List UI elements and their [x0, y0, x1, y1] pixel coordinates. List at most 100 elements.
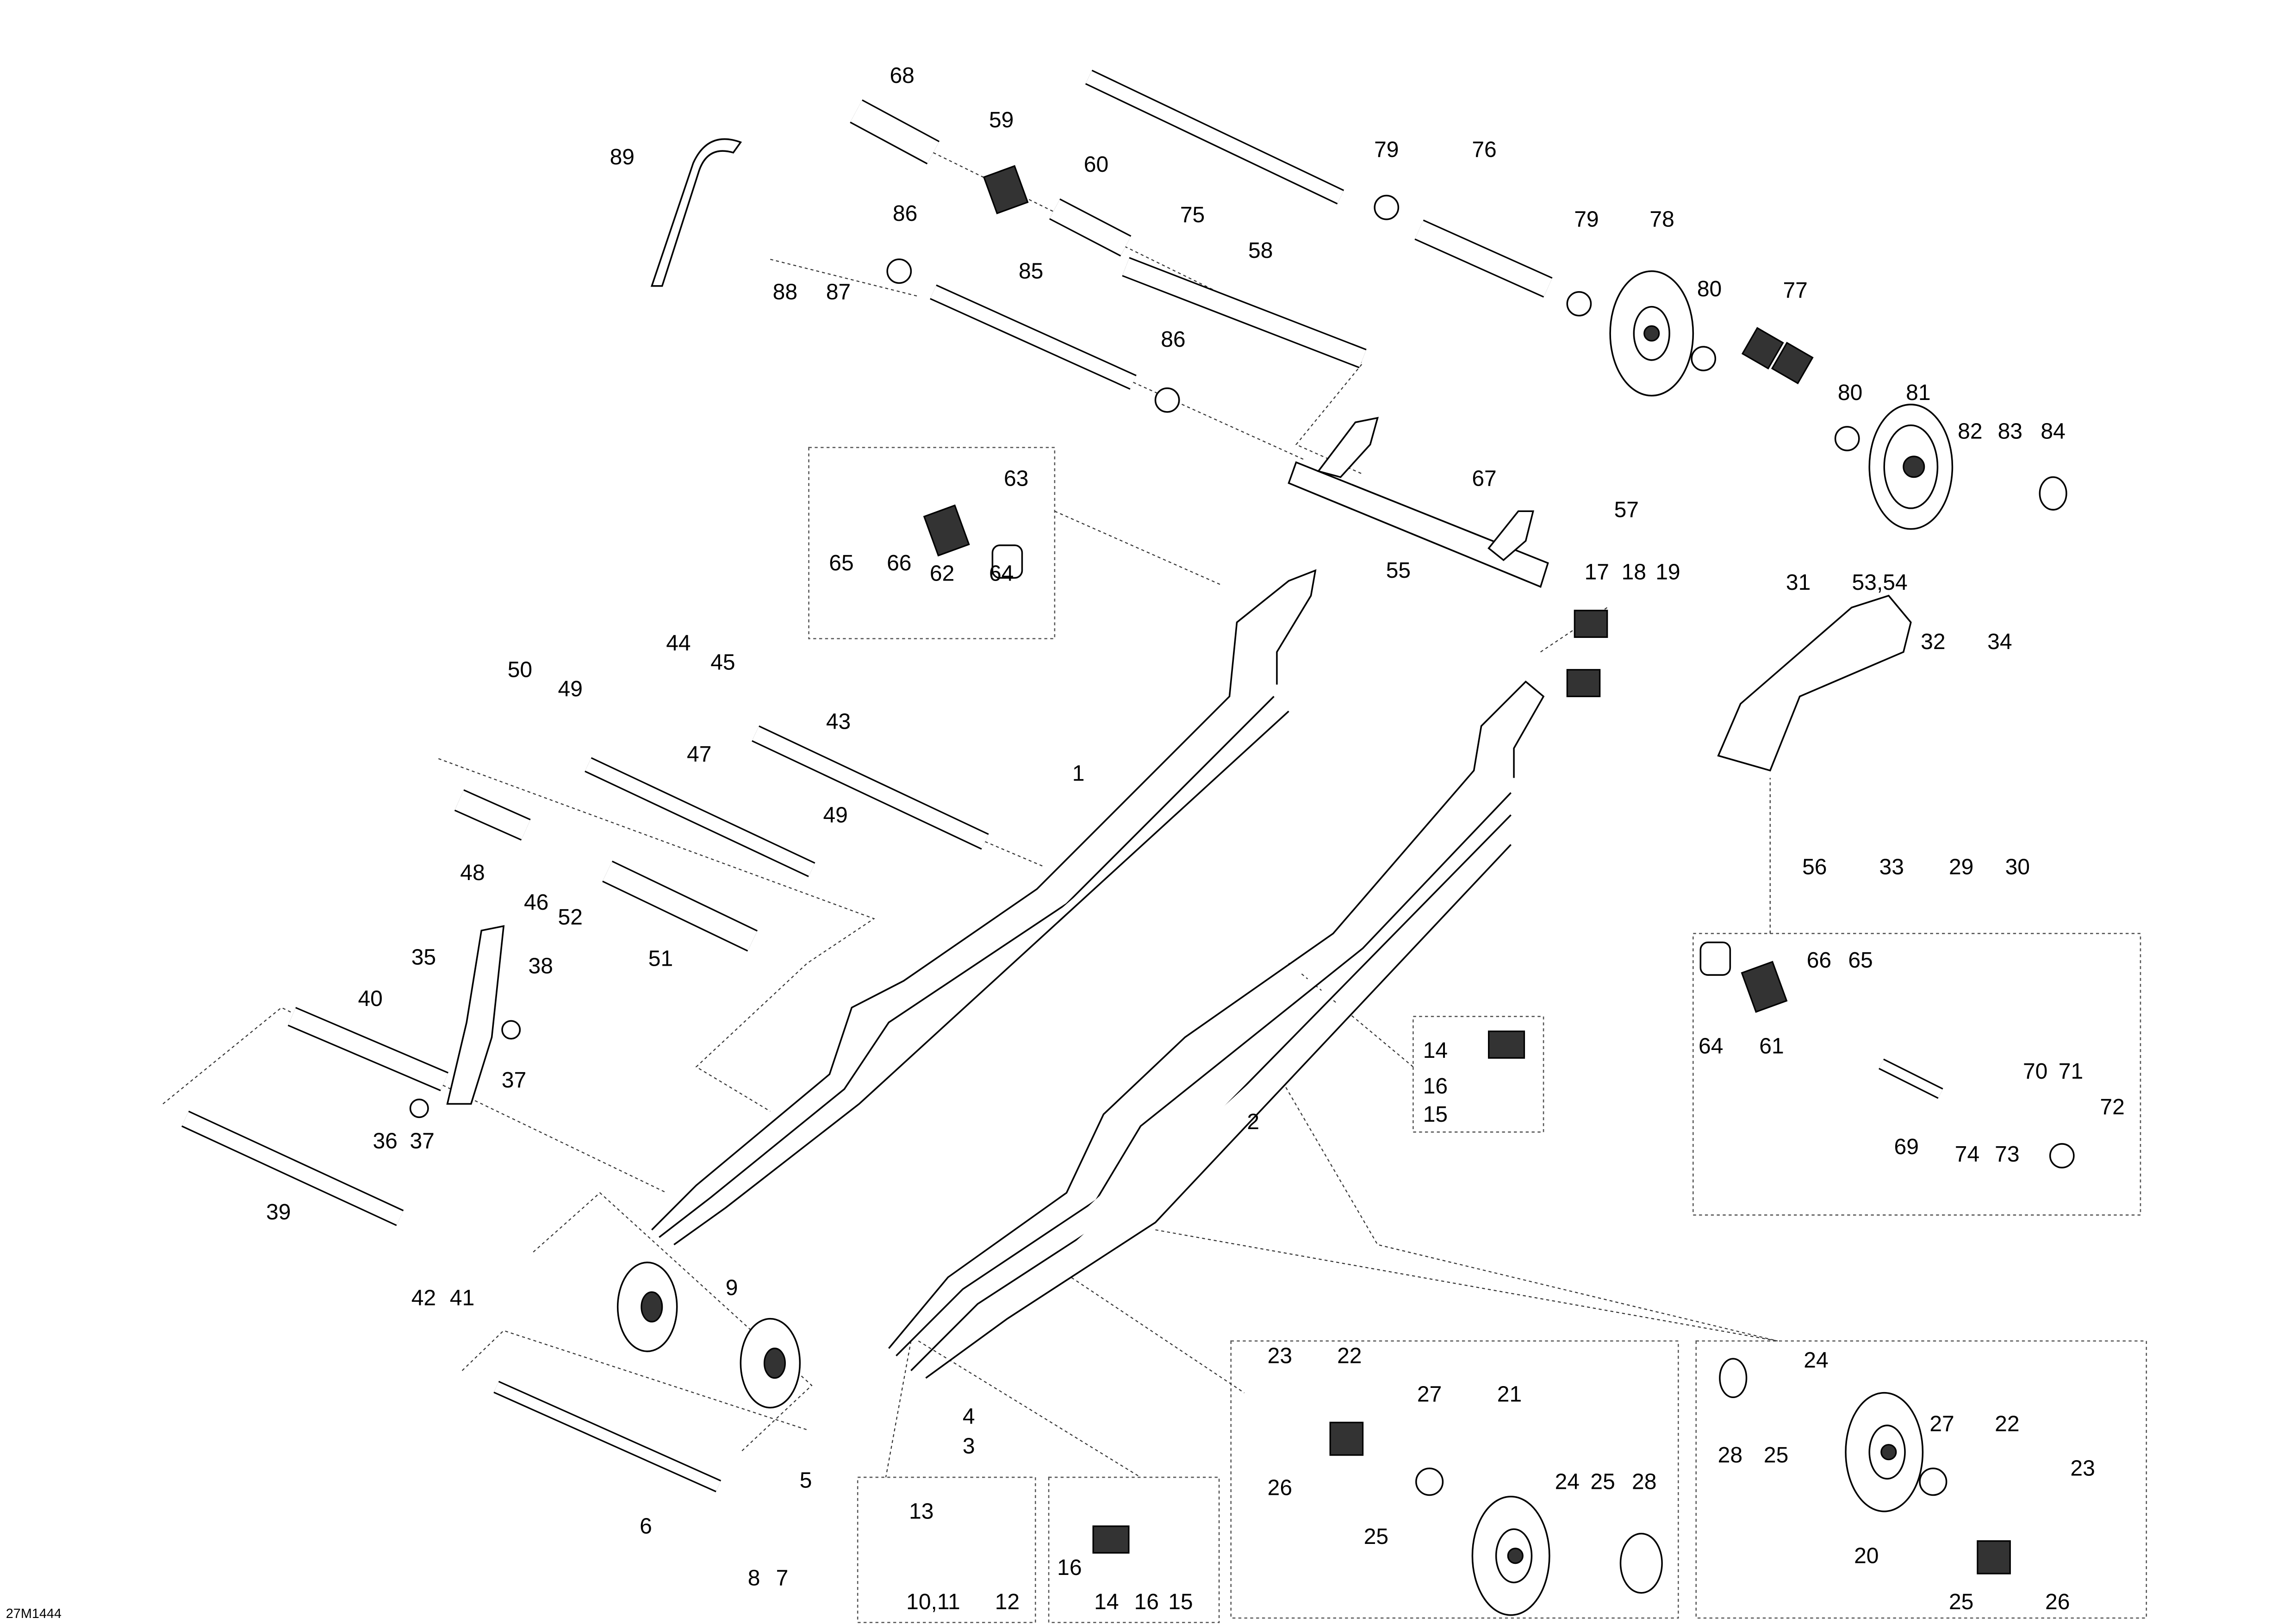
callout-label: 62	[930, 562, 954, 586]
callout-label: 73	[1995, 1142, 2019, 1167]
wheel-20	[1845, 1392, 1924, 1512]
callout-label: 76	[1472, 137, 1496, 162]
callout-label: 4	[963, 1405, 975, 1429]
callout-label: 70	[2023, 1059, 2047, 1084]
shaft-51	[602, 860, 758, 952]
callout-label: 80	[1697, 277, 1722, 301]
drawing-code: 27M1444	[6, 1606, 62, 1621]
shaft-85	[930, 284, 1137, 390]
callout-label: 34	[1987, 630, 2012, 654]
callout-label: 57	[1614, 498, 1639, 522]
callout-label: 3	[963, 1434, 975, 1459]
shaft-75	[1085, 69, 1344, 205]
callout-label: 23	[2070, 1456, 2095, 1481]
callout-label: 60	[1084, 152, 1108, 177]
callout-label: 39	[266, 1200, 291, 1224]
detail-box-pivot	[808, 447, 1056, 639]
callout-label: 66	[1807, 948, 1831, 973]
detail-box-stop	[1048, 1476, 1220, 1624]
front-arm-55	[1288, 417, 1549, 588]
axle-6	[493, 1380, 722, 1493]
callout-label: 15	[1423, 1102, 1448, 1127]
shaft-40	[287, 1007, 448, 1092]
pin-69	[1879, 1058, 1943, 1099]
callout-label: 8	[748, 1566, 760, 1591]
callout-label: 49	[558, 677, 583, 701]
callout-label: 45	[710, 650, 735, 675]
spring-89	[650, 138, 742, 287]
callout-label: 16	[1423, 1074, 1448, 1099]
shafts	[181, 69, 1943, 1493]
callout-label: 22	[1995, 1412, 2019, 1437]
callout-label: 23	[1268, 1344, 1292, 1368]
callout-label: 56	[1802, 855, 1827, 879]
shaft-39	[181, 1111, 404, 1226]
callout-label: 26	[2045, 1590, 2070, 1614]
callout-label: 26	[1268, 1475, 1292, 1500]
callout-label: 65	[1848, 948, 1873, 973]
callout-label: 72	[2100, 1095, 2124, 1119]
callout-label: 55	[1386, 558, 1411, 583]
callout-label: 31	[1786, 570, 1811, 595]
callout-label: 48	[460, 861, 485, 885]
callout-label: 68	[890, 63, 914, 88]
callout-label: 58	[1248, 238, 1273, 263]
shaft-47	[585, 757, 815, 877]
callout-label: 20	[1854, 1544, 1879, 1568]
callout-label: 40	[358, 987, 382, 1011]
callout-label: 89	[610, 145, 635, 169]
leader-lines	[162, 152, 1778, 1478]
callout-label: 52	[558, 905, 583, 930]
callout-label: 7	[776, 1566, 789, 1591]
callout-label: 64	[1699, 1034, 1723, 1059]
callout-label: 65	[829, 551, 853, 575]
callout-label: 79	[1374, 137, 1399, 162]
callout-label: 16	[1134, 1590, 1159, 1614]
callout-label: 75	[1180, 203, 1205, 227]
callout-label: 33	[1879, 855, 1904, 879]
link-35	[446, 925, 505, 1105]
callout-label: 27	[1929, 1412, 1954, 1437]
callout-label: 28	[1632, 1470, 1656, 1494]
callout-label: 80	[1838, 381, 1862, 405]
detail-box-rear-arm	[1692, 933, 2141, 1216]
shaft-43	[752, 725, 989, 850]
callout-label: 29	[1949, 855, 1973, 879]
callout-label: 64	[989, 562, 1014, 586]
callout-label: 2	[1247, 1110, 1259, 1134]
callout-label: 28	[1718, 1443, 1742, 1468]
callout-label: 38	[529, 954, 553, 979]
callout-label: 18	[1622, 560, 1646, 584]
callout-label: 25	[1764, 1443, 1788, 1468]
cap-28	[1619, 1532, 1663, 1594]
callout-label: 87	[826, 280, 851, 304]
wheel-21	[1471, 1495, 1550, 1616]
detail-box-bracket	[857, 1476, 1036, 1624]
callout-label: 24	[1555, 1470, 1580, 1494]
callout-label: 77	[1783, 278, 1807, 303]
callout-label: 47	[687, 742, 711, 767]
callout-label: 6	[640, 1514, 652, 1539]
callout-label: 42	[411, 1286, 436, 1311]
shaft-76	[1414, 219, 1553, 298]
callout-label: 88	[773, 280, 797, 304]
callout-label: 22	[1337, 1344, 1362, 1368]
callout-label: 84	[2041, 419, 2065, 443]
detail-boxes	[808, 447, 2147, 1624]
callout-label: 69	[1894, 1135, 1919, 1159]
callout-label: 49	[823, 803, 847, 827]
callout-label: 83	[1998, 419, 2022, 443]
callout-label: 82	[1958, 419, 1982, 443]
callout-label: 61	[1759, 1034, 1784, 1059]
callout-label: 46	[524, 890, 548, 915]
callout-label: 35	[411, 945, 436, 970]
rail-2	[888, 680, 1545, 1379]
callout-label: 85	[1019, 259, 1043, 284]
callout-label: 12	[995, 1590, 1020, 1614]
wheel-78	[1609, 270, 1694, 397]
callout-label: 24	[1804, 1348, 1828, 1373]
callout-label: 74	[1955, 1142, 1979, 1167]
callout-label: 5	[800, 1468, 812, 1493]
callout-label: 25	[1949, 1590, 1973, 1614]
